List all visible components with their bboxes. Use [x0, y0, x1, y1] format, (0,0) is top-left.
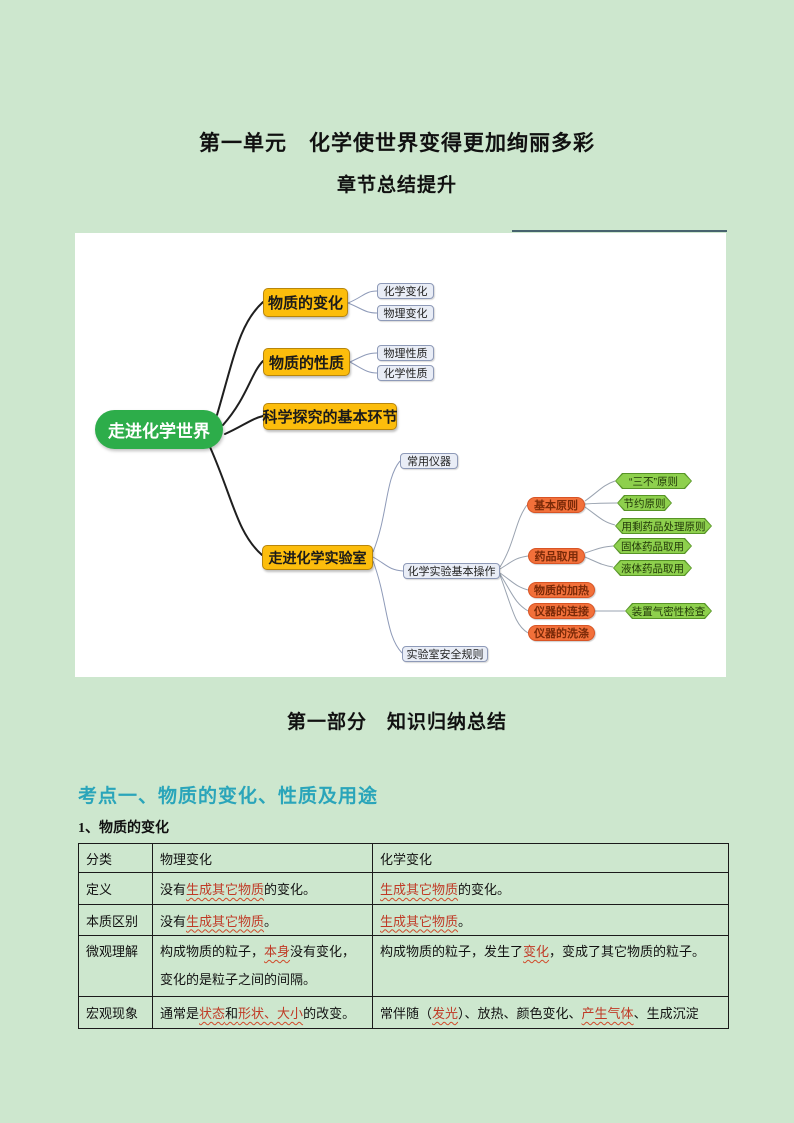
mindmap-hex-three-nos-principle: “三不”原则 — [615, 473, 692, 489]
mindmap-leaf-chemical-property: 化学性质 — [377, 365, 434, 381]
hex-label: 节约原则 — [618, 496, 671, 510]
mindmap-hex-leftover-reagent-principle: 用剩药品处理原则 — [615, 518, 712, 534]
keypoint-heading: 考点一、物质的变化、性质及用途 — [78, 786, 379, 807]
row-label: 定义 — [78, 872, 153, 905]
panel-top-rule — [512, 230, 727, 232]
cell-physical-definition: 没有生成其它物质的变化。 — [152, 872, 373, 905]
mindmap-connectors — [209, 290, 625, 654]
mindmap-leaf-physical-change: 物理变化 — [377, 305, 434, 321]
cell-chemical-micro: 构成物质的粒子，发生了变化，变成了其它物质的粒子。 — [372, 935, 729, 997]
mindmap-branch-changes: 物质的变化 — [263, 288, 348, 317]
header-cell-chemical: 化学变化 — [372, 843, 729, 873]
cell-chemical-difference: 生成其它物质。 — [372, 904, 729, 936]
table-row-macro-phenomena: 宏观现象 通常是状态和形状、大小的改变。 常伴随（发光）、放热、颜色变化、产生气… — [78, 996, 729, 1029]
cell-physical-macro: 通常是状态和形状、大小的改变。 — [152, 996, 373, 1029]
mindmap-root-node: 走进化学世界 — [95, 410, 223, 449]
cell-physical-difference: 没有生成其它物质。 — [152, 904, 373, 936]
table-row-micro-understanding: 微观理解 构成物质的粒子，本身没有变化，变化的是粒子之间的间隔。 构成物质的粒子… — [78, 935, 729, 997]
sub-heading-1: 1、物质的变化 — [78, 821, 169, 836]
mindmap-leaf-chemical-change: 化学变化 — [377, 283, 434, 299]
hex-label: 用剩药品处理原则 — [616, 519, 711, 533]
part1-title: 第一部分 知识归纳总结 — [286, 712, 507, 733]
table-row-essential-difference: 本质区别 没有生成其它物质。 生成其它物质。 — [78, 904, 729, 936]
mindmap-branch-inquiry: 科学探究的基本环节 — [263, 403, 398, 430]
mindmap-branch-properties: 物质的性质 — [263, 348, 350, 376]
mindmap-hex-solid-reagent: 固体药品取用 — [613, 538, 692, 554]
change-comparison-table: 分类 物理变化 化学变化 定义 没有生成其它物质的变化。 生成其它物质的变化。 … — [78, 843, 729, 1029]
mindmap-leaf-common-instruments: 常用仪器 — [400, 453, 458, 469]
cell-chemical-definition: 生成其它物质的变化。 — [372, 872, 729, 905]
mindmap-leaf-physical-property: 物理性质 — [377, 345, 434, 361]
header-cell-physical: 物理变化 — [152, 843, 373, 873]
hex-label: 液体药品取用 — [614, 561, 691, 575]
mindmap-op-reagent-taking: 药品取用 — [528, 548, 585, 564]
hex-label: “三不”原则 — [616, 474, 691, 488]
mindmap-op-connecting-apparatus: 仪器的连接 — [528, 603, 595, 619]
hex-label: 固体药品取用 — [614, 539, 691, 553]
header-cell-category: 分类 — [78, 843, 153, 873]
chapter-subtitle: 章节总结提升 — [336, 175, 457, 196]
table-row-definition: 定义 没有生成其它物质的变化。 生成其它物质的变化。 — [78, 872, 729, 905]
mindmap-hex-airtightness-check: 装置气密性检查 — [625, 603, 712, 619]
row-label: 宏观现象 — [78, 996, 153, 1029]
mindmap-branch-lab: 走进化学实验室 — [262, 545, 373, 570]
row-label: 本质区别 — [78, 904, 153, 936]
unit-title: 第一单元 化学使世界变得更加绚丽多彩 — [199, 131, 595, 155]
row-label: 微观理解 — [78, 935, 153, 997]
hex-label: 装置气密性检查 — [626, 604, 711, 618]
mindmap-op-basic-principles: 基本原则 — [527, 497, 585, 513]
mindmap-op-heating: 物质的加热 — [528, 582, 595, 598]
mindmap-hex-liquid-reagent: 液体药品取用 — [613, 560, 692, 576]
mindmap-op-washing-apparatus: 仪器的洗涤 — [528, 625, 595, 641]
cell-physical-micro: 构成物质的粒子，本身没有变化，变化的是粒子之间的间隔。 — [152, 935, 373, 997]
mindmap-leaf-lab-safety-rules: 实验室安全规则 — [402, 646, 488, 662]
table-header-row: 分类 物理变化 化学变化 — [78, 843, 729, 873]
cell-chemical-macro: 常伴随（发光）、放热、颜色变化、产生气体、生成沉淀 — [372, 996, 729, 1029]
mindmap-panel: 走进化学世界 物质的变化 物质的性质 科学探究的基本环节 走进化学实验室 化学变… — [75, 233, 726, 677]
mindmap-leaf-basic-operations: 化学实验基本操作 — [403, 563, 500, 579]
mindmap-hex-saving-principle: 节约原则 — [617, 495, 672, 511]
